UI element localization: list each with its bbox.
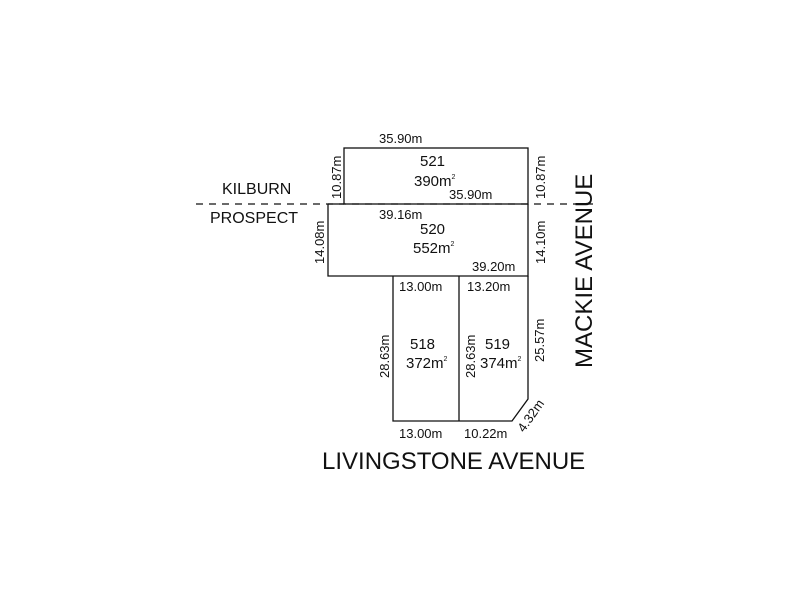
dimension-label: 25.57m bbox=[532, 319, 547, 362]
lot-number: 520 bbox=[420, 221, 445, 238]
dimension-label: 10.87m bbox=[533, 156, 548, 199]
lot-521-boundary bbox=[343, 147, 529, 205]
lot-number: 519 bbox=[485, 336, 510, 353]
dimension-label: 28.63m bbox=[377, 335, 392, 378]
dimension-label: 35.90m bbox=[379, 131, 422, 146]
road-label-east: MACKIE AVENUE bbox=[571, 174, 598, 368]
dimension-label: 28.63m bbox=[463, 335, 478, 378]
lot-area: 372m2 bbox=[406, 355, 448, 372]
lot-area: 374m2 bbox=[480, 355, 522, 372]
dimension-label: 35.90m bbox=[449, 187, 492, 202]
dimension-label: 14.08m bbox=[312, 221, 327, 264]
dimension-label: 14.10m bbox=[533, 221, 548, 264]
dimension-label: 13.00m bbox=[399, 426, 442, 441]
lot-520-boundary bbox=[327, 204, 529, 277]
lot-number: 518 bbox=[410, 336, 435, 353]
lots-518-519-boundary bbox=[392, 276, 529, 422]
dimension-label: 13.20m bbox=[467, 279, 510, 294]
lot-area: 552m2 bbox=[413, 240, 455, 257]
dimension-label: 13.00m bbox=[399, 279, 442, 294]
road-label-south: LIVINGSTONE AVENUE bbox=[322, 448, 585, 475]
dimension-label: 10.87m bbox=[329, 156, 344, 199]
lot-number: 521 bbox=[420, 153, 445, 170]
dimension-label: 4.32m bbox=[514, 397, 547, 435]
dimension-label: 10.22m bbox=[464, 426, 507, 441]
dimension-label: 39.20m bbox=[472, 259, 515, 274]
lot-area: 390m2 bbox=[414, 173, 456, 190]
suburb-label-south: PROSPECT bbox=[210, 210, 298, 227]
dimension-label: 39.16m bbox=[379, 207, 422, 222]
suburb-label-north: KILBURN bbox=[222, 181, 291, 198]
